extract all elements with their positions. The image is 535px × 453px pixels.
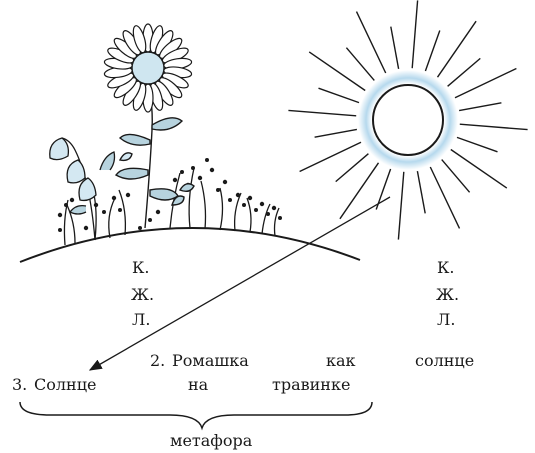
flower-label-l: Л. [132,312,150,328]
sun-ray [412,0,417,68]
sentence-2-word-1: Ромашка [172,353,249,369]
sun-label-k: К. [437,260,454,276]
sun-ray [425,31,439,72]
sun-ray [391,27,399,69]
daisy-flower-icon [104,24,193,112]
sentence-3-number: 3. [12,377,27,393]
arrow-icon [90,197,390,370]
curly-brace-icon [20,402,372,428]
sun-ray [442,160,470,193]
sentence-2-number: 2. [150,353,165,369]
sentence-2-word-2: как [326,353,356,369]
daisy-stem [116,95,194,228]
sentence-3-word-3: травинке [272,377,350,393]
sun-ray [459,103,501,111]
metaphor-label: метафора [170,433,252,449]
sun-ray [457,137,498,151]
hill-line [20,228,360,262]
sun-ray [460,124,528,129]
sun-ray [451,150,507,189]
sentence-2-word-3: солнце [415,353,474,369]
sun-icon [288,0,527,239]
sun-ray [417,171,425,213]
sun-ray [315,129,357,137]
sun-label-l: Л. [437,312,455,328]
sentence-3-word-2: на [188,377,208,393]
flower-label-k: К. [132,260,149,276]
sun-ray [340,163,379,219]
sun-ray [319,88,360,102]
sun-ray [336,154,369,182]
sentence-3-word-1: Солнце [34,377,96,393]
bluebell-flower-icon [50,138,115,240]
sun-ray [309,52,365,91]
sun-label-zh: Ж. [436,287,459,303]
sun-ray [448,58,481,86]
sun-ray [288,110,356,115]
sun-ray [346,48,374,81]
flower-label-zh: Ж. [131,287,154,303]
sun-ray [438,21,477,77]
sun-ray [398,172,403,240]
